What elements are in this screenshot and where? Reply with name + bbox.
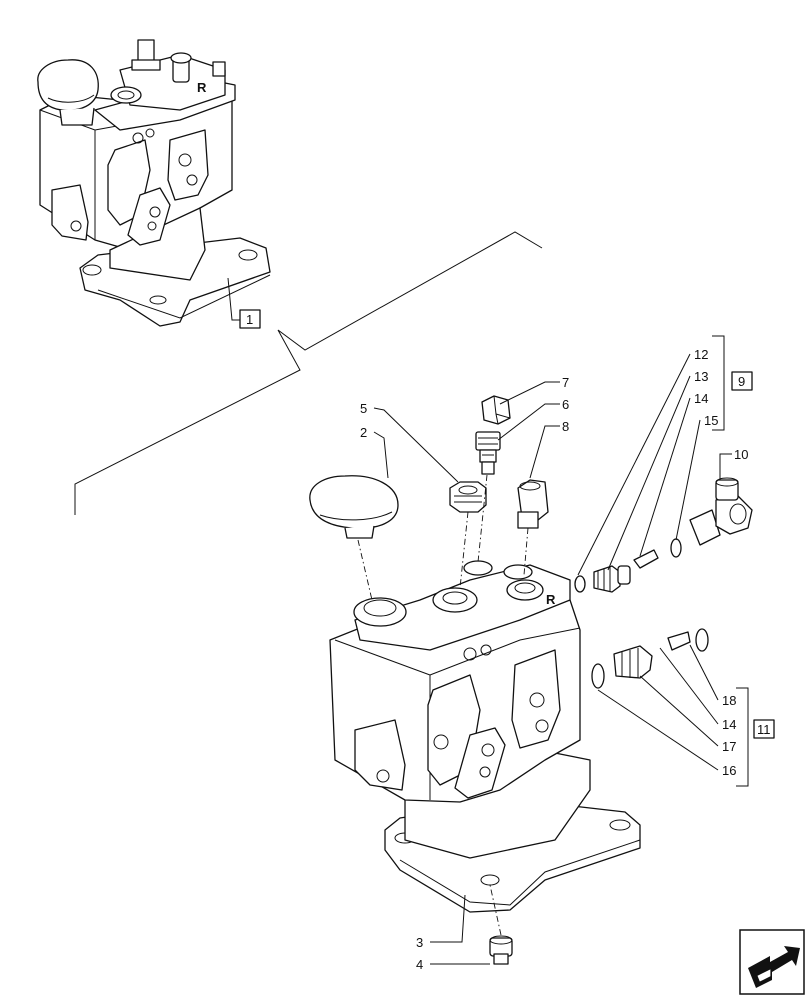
callout-14-upper: 14 [694, 391, 708, 406]
lower-port-fittings [591, 628, 709, 689]
callout-3: 3 [416, 935, 423, 950]
view-break-line [74, 231, 543, 515]
callout-box [731, 371, 753, 391]
callout-17: 17 [722, 739, 736, 754]
callout-5: 5 [360, 401, 367, 416]
callout-12: 12 [694, 347, 708, 362]
valve-assembly-exploded: R [329, 560, 641, 913]
cap-fitting-part [517, 479, 549, 529]
callout-6: 6 [562, 397, 569, 412]
callout-2: 2 [360, 425, 367, 440]
callout-18: 18 [722, 693, 736, 708]
dust-cap-part [309, 475, 399, 539]
callout-9: 9 [738, 374, 745, 389]
callout-8: 8 [562, 419, 569, 434]
callout-11: 11 [757, 722, 771, 737]
callout-13: 13 [694, 369, 708, 384]
callout-10: 10 [734, 447, 748, 462]
assembly-centre-lines [357, 474, 529, 936]
swivel-elbow-part [689, 477, 753, 546]
nut-part [481, 395, 511, 425]
callout-box [753, 719, 775, 739]
upper-port-fittings [574, 538, 682, 593]
callout-15: 15 [704, 413, 718, 428]
drain-plug-part [489, 935, 513, 965]
valve-port-marking: R [197, 80, 207, 95]
callout-14-lower: 14 [722, 717, 736, 732]
adapter-fitting-part [475, 431, 501, 475]
callout-16: 16 [722, 763, 736, 778]
callout-7: 7 [562, 375, 569, 390]
valve-port-marking: R [546, 592, 556, 607]
next-page-arrow-icon[interactable] [739, 929, 805, 995]
callout-4: 4 [416, 957, 423, 972]
plug-part [449, 481, 487, 513]
callout-labels: 1 2 3 4 5 6 7 8 9 10 11 12 13 14 15 14 1… [239, 309, 775, 972]
callout-box [239, 309, 261, 329]
valve-assembly-overview: R [37, 39, 271, 327]
callout-1: 1 [246, 312, 253, 327]
leader-lines [227, 277, 749, 965]
